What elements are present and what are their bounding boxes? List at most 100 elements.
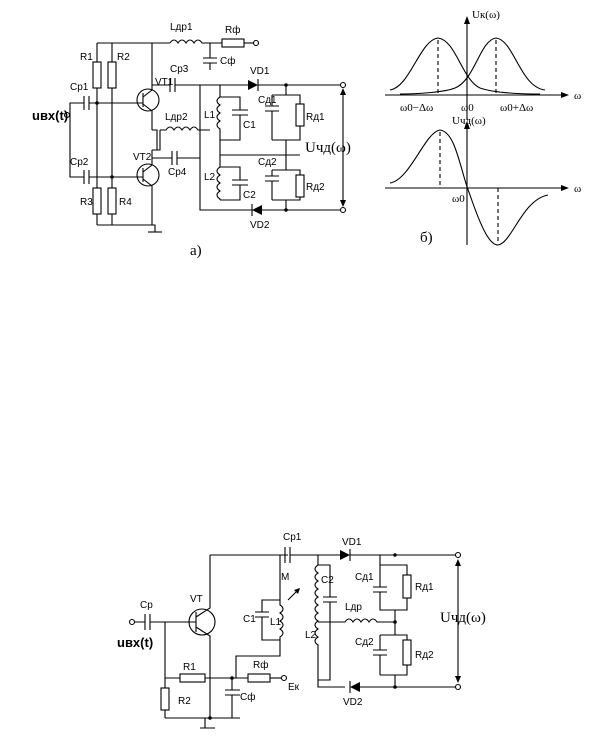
transistor-vt2: [136, 163, 160, 187]
curve-top-left: [389, 37, 541, 95]
junction-dot: [208, 716, 212, 720]
label-cp4: Cp4: [168, 167, 187, 178]
tick-center: ω0: [461, 102, 474, 114]
curve-top-right: [399, 37, 546, 95]
bottom-xlabel: ω: [574, 183, 581, 195]
supply-terminal-a: [252, 39, 260, 47]
tick-left: ω0−Δω: [400, 102, 433, 114]
resistor-rf-c: [247, 673, 271, 683]
vd1-wire-c: [349, 549, 455, 561]
label-ldp1: Lдp1: [170, 22, 193, 33]
vt1-leads: [140, 43, 153, 130]
label-r1-c: R1: [183, 662, 196, 673]
junction-dot: [110, 175, 114, 179]
label-cp1-c: Cp1: [283, 532, 302, 543]
emitter-link: [152, 129, 158, 151]
output-terminal-top-a: [339, 81, 347, 89]
label-cd1-c: Cд1: [355, 572, 374, 583]
label-rd1-c: Rд1: [415, 582, 434, 593]
output-terminal-bottom-a: [339, 206, 347, 214]
label-r2-c: R2: [178, 696, 191, 707]
tick-right: ω0+Δω: [500, 102, 533, 114]
input-label-a: uвх(t): [32, 108, 68, 123]
label-r1: R1: [80, 52, 93, 63]
label-a: а): [190, 243, 202, 259]
axes-bottom-arrows: [464, 121, 569, 191]
vt2-leads: [140, 150, 153, 225]
r3-r4-wires: [96, 103, 156, 232]
label-cp2: Cp2: [70, 157, 89, 168]
capacitor-cp-c: [134, 614, 192, 630]
label-c2-c: C2: [321, 575, 334, 586]
label-l1: L1: [204, 110, 216, 121]
capacitor-cf: [203, 43, 217, 70]
top-xlabel: ω: [574, 90, 581, 102]
label-vd2-c: VD2: [343, 697, 363, 708]
output-label-a: Uчд(ω): [305, 140, 351, 156]
resistor-r4: [107, 187, 117, 215]
ground-c: [200, 718, 215, 729]
label-c1-c: C1: [243, 614, 256, 625]
junction-dot: [230, 676, 234, 680]
junction-dot: [284, 83, 288, 87]
resistor-rd2: [295, 174, 305, 198]
vd2-wire: [251, 204, 340, 216]
label-rf-c: Rф: [253, 659, 268, 671]
label-cp-c: Cp: [140, 600, 153, 611]
curve-bottom: [389, 129, 549, 246]
capacitor-cf-c: [165, 678, 240, 719]
label-b: б): [420, 230, 433, 246]
ldp2-feed: [152, 130, 161, 151]
output-terminal-top-c: [454, 551, 462, 559]
junction-dot: [95, 101, 99, 105]
input-label-c: uвх(t): [117, 635, 153, 650]
choke-ldp2: [160, 126, 210, 131]
label-vt2: VT2: [133, 152, 152, 163]
label-cf-c: Cф: [240, 691, 255, 703]
choke-ldp-c: [318, 618, 395, 623]
coil-l2: [314, 555, 345, 688]
label-c2: C2: [243, 190, 256, 201]
label-cd2-c: Cд2: [355, 637, 374, 648]
label-rf: Rф: [225, 24, 240, 36]
tank-c1-l1: [235, 555, 284, 678]
transistor-vt1: [136, 88, 160, 112]
label-rd2-c: Rд2: [415, 650, 434, 661]
diagram-c: uвх(t) Cp VT R1 R2 Cф Rф Eк C1 L1 M: [117, 532, 486, 729]
graph-b: Uк(ω) ω ω0−Δω ω0 ω0+Δω Uчд(ω) ω ω0 б): [385, 9, 581, 246]
label-vd2: VD2: [250, 220, 270, 231]
marker-lines-top: [437, 40, 497, 95]
load-wires-1: [272, 94, 301, 141]
diagram-a: uвх(t) Cp1 Cp2 R1 R2 R3 R4 VT1 VT2: [32, 22, 351, 259]
capacitor-cp1: [82, 96, 140, 110]
vd2-wire-c: [349, 681, 455, 693]
bias-wires: [164, 622, 215, 679]
junction-dot: [284, 208, 288, 212]
vt-leads: [192, 555, 211, 718]
label-r3: R3: [80, 197, 93, 208]
label-cf: Cф: [220, 55, 235, 67]
resistor-r1: [92, 61, 102, 89]
label-r4: R4: [119, 197, 132, 208]
mid-node-a: [219, 140, 300, 156]
label-cp3: Cp3: [170, 64, 189, 75]
choke-ldp1: [169, 39, 222, 44]
label-vd1: VD1: [250, 66, 270, 77]
resistor-r2-c: [160, 687, 170, 711]
label-vt: VT: [190, 594, 203, 605]
resistor-rf: [221, 38, 245, 48]
label-cp1: Cp1: [70, 82, 89, 93]
resistor-r1-c: [179, 673, 206, 683]
mutual-arrowhead: [294, 588, 300, 594]
diode-vd1: [248, 80, 258, 90]
label-ek: Eк: [288, 682, 300, 693]
label-l2-c: L2: [305, 630, 317, 641]
resistor-r3: [92, 187, 102, 215]
junction-dot: [393, 620, 397, 624]
label-m: M: [281, 572, 289, 583]
input-wire-a: [69, 102, 82, 178]
diode-vd1-c: [340, 550, 350, 560]
capacitor-c2-c: [318, 564, 337, 681]
resistor-rd1-c: [402, 574, 412, 599]
